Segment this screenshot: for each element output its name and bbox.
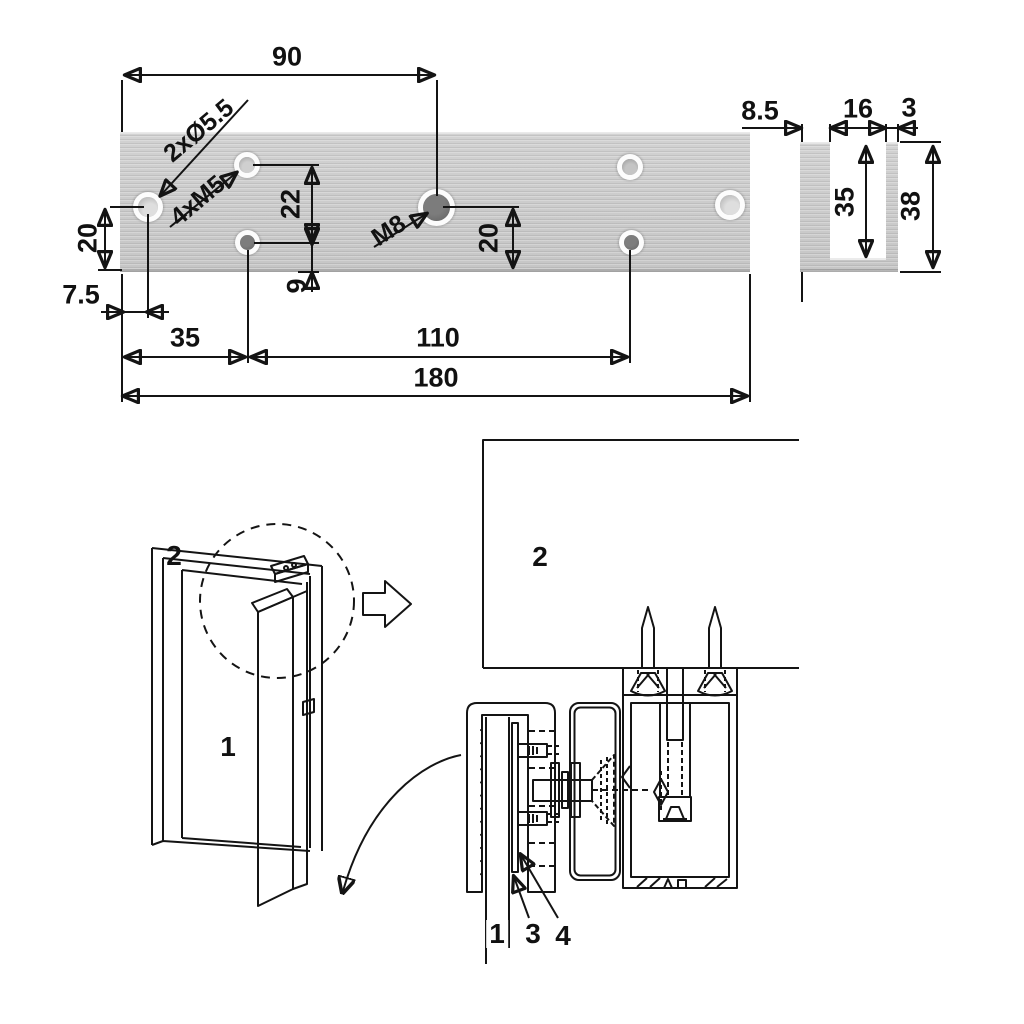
m5-hole-top-right xyxy=(622,159,638,175)
door-leaf-front-face xyxy=(257,596,294,907)
section-frame-callout: 2 xyxy=(532,541,548,572)
rod-nut xyxy=(658,796,692,822)
detail-circle xyxy=(199,523,355,679)
dim-9-label: 9 xyxy=(281,278,312,294)
section-plate-callout: 3 xyxy=(522,920,544,948)
section-door-callout: 1 xyxy=(486,920,508,948)
dim-20-right-label: 20 xyxy=(473,222,504,254)
dim-20-left-label: 20 xyxy=(72,222,103,254)
bolt-washers xyxy=(550,762,581,818)
curved-swing-arrow-icon xyxy=(343,754,462,891)
countersunk-head-hidden xyxy=(591,754,615,827)
plan-dimensions xyxy=(98,75,751,402)
through-hole-left xyxy=(138,197,158,217)
clamp-plate xyxy=(511,722,519,873)
door-leaf-side-face xyxy=(292,590,308,890)
threaded-rod xyxy=(666,667,684,741)
leader-gasket xyxy=(521,855,559,919)
dim-35-label: 35 xyxy=(169,322,201,353)
set-screw-bottom xyxy=(517,811,560,826)
armature-plate xyxy=(569,702,621,881)
m5-hole-bottom-left xyxy=(240,235,255,250)
iso-door-callout: 1 xyxy=(220,731,236,762)
m5-hole-top-left xyxy=(239,157,255,173)
installation-section-view xyxy=(343,439,799,964)
dim-3-label: 3 xyxy=(901,92,917,123)
block-arrow-right-icon xyxy=(362,580,412,628)
u-bracket-cyan xyxy=(466,702,556,893)
dim-110-label: 110 xyxy=(416,322,460,353)
glass-door-panel xyxy=(485,717,510,964)
set-screw-top xyxy=(517,743,560,758)
maglock-on-door xyxy=(270,555,309,583)
section-gasket-callout: 4 xyxy=(552,922,574,950)
leader-plate xyxy=(514,877,530,919)
magnet-body xyxy=(622,694,738,889)
dim-8-5-label: 8.5 xyxy=(741,95,779,126)
dim-22-label: 22 xyxy=(275,188,306,220)
dim-38-label: 38 xyxy=(895,190,926,222)
door-frame-outline xyxy=(151,547,323,852)
wood-screw-right xyxy=(697,606,733,697)
dim-90-label: 90 xyxy=(271,41,303,72)
dim-180-label: 180 xyxy=(413,362,459,393)
wood-screw-left xyxy=(630,606,666,697)
dim-35-profile-label: 35 xyxy=(829,186,860,218)
dim-7-5-label: 7.5 xyxy=(62,279,100,310)
dim-16-label: 16 xyxy=(842,93,874,124)
door-handle xyxy=(302,698,315,716)
air-gap-chevron xyxy=(621,765,631,789)
door-isometric-view xyxy=(151,523,412,907)
iso-frame-callout: 2 xyxy=(166,540,182,571)
through-hole-right xyxy=(720,195,740,215)
profile-dimensions xyxy=(742,124,941,302)
m5-hole-bottom-right xyxy=(624,235,639,250)
